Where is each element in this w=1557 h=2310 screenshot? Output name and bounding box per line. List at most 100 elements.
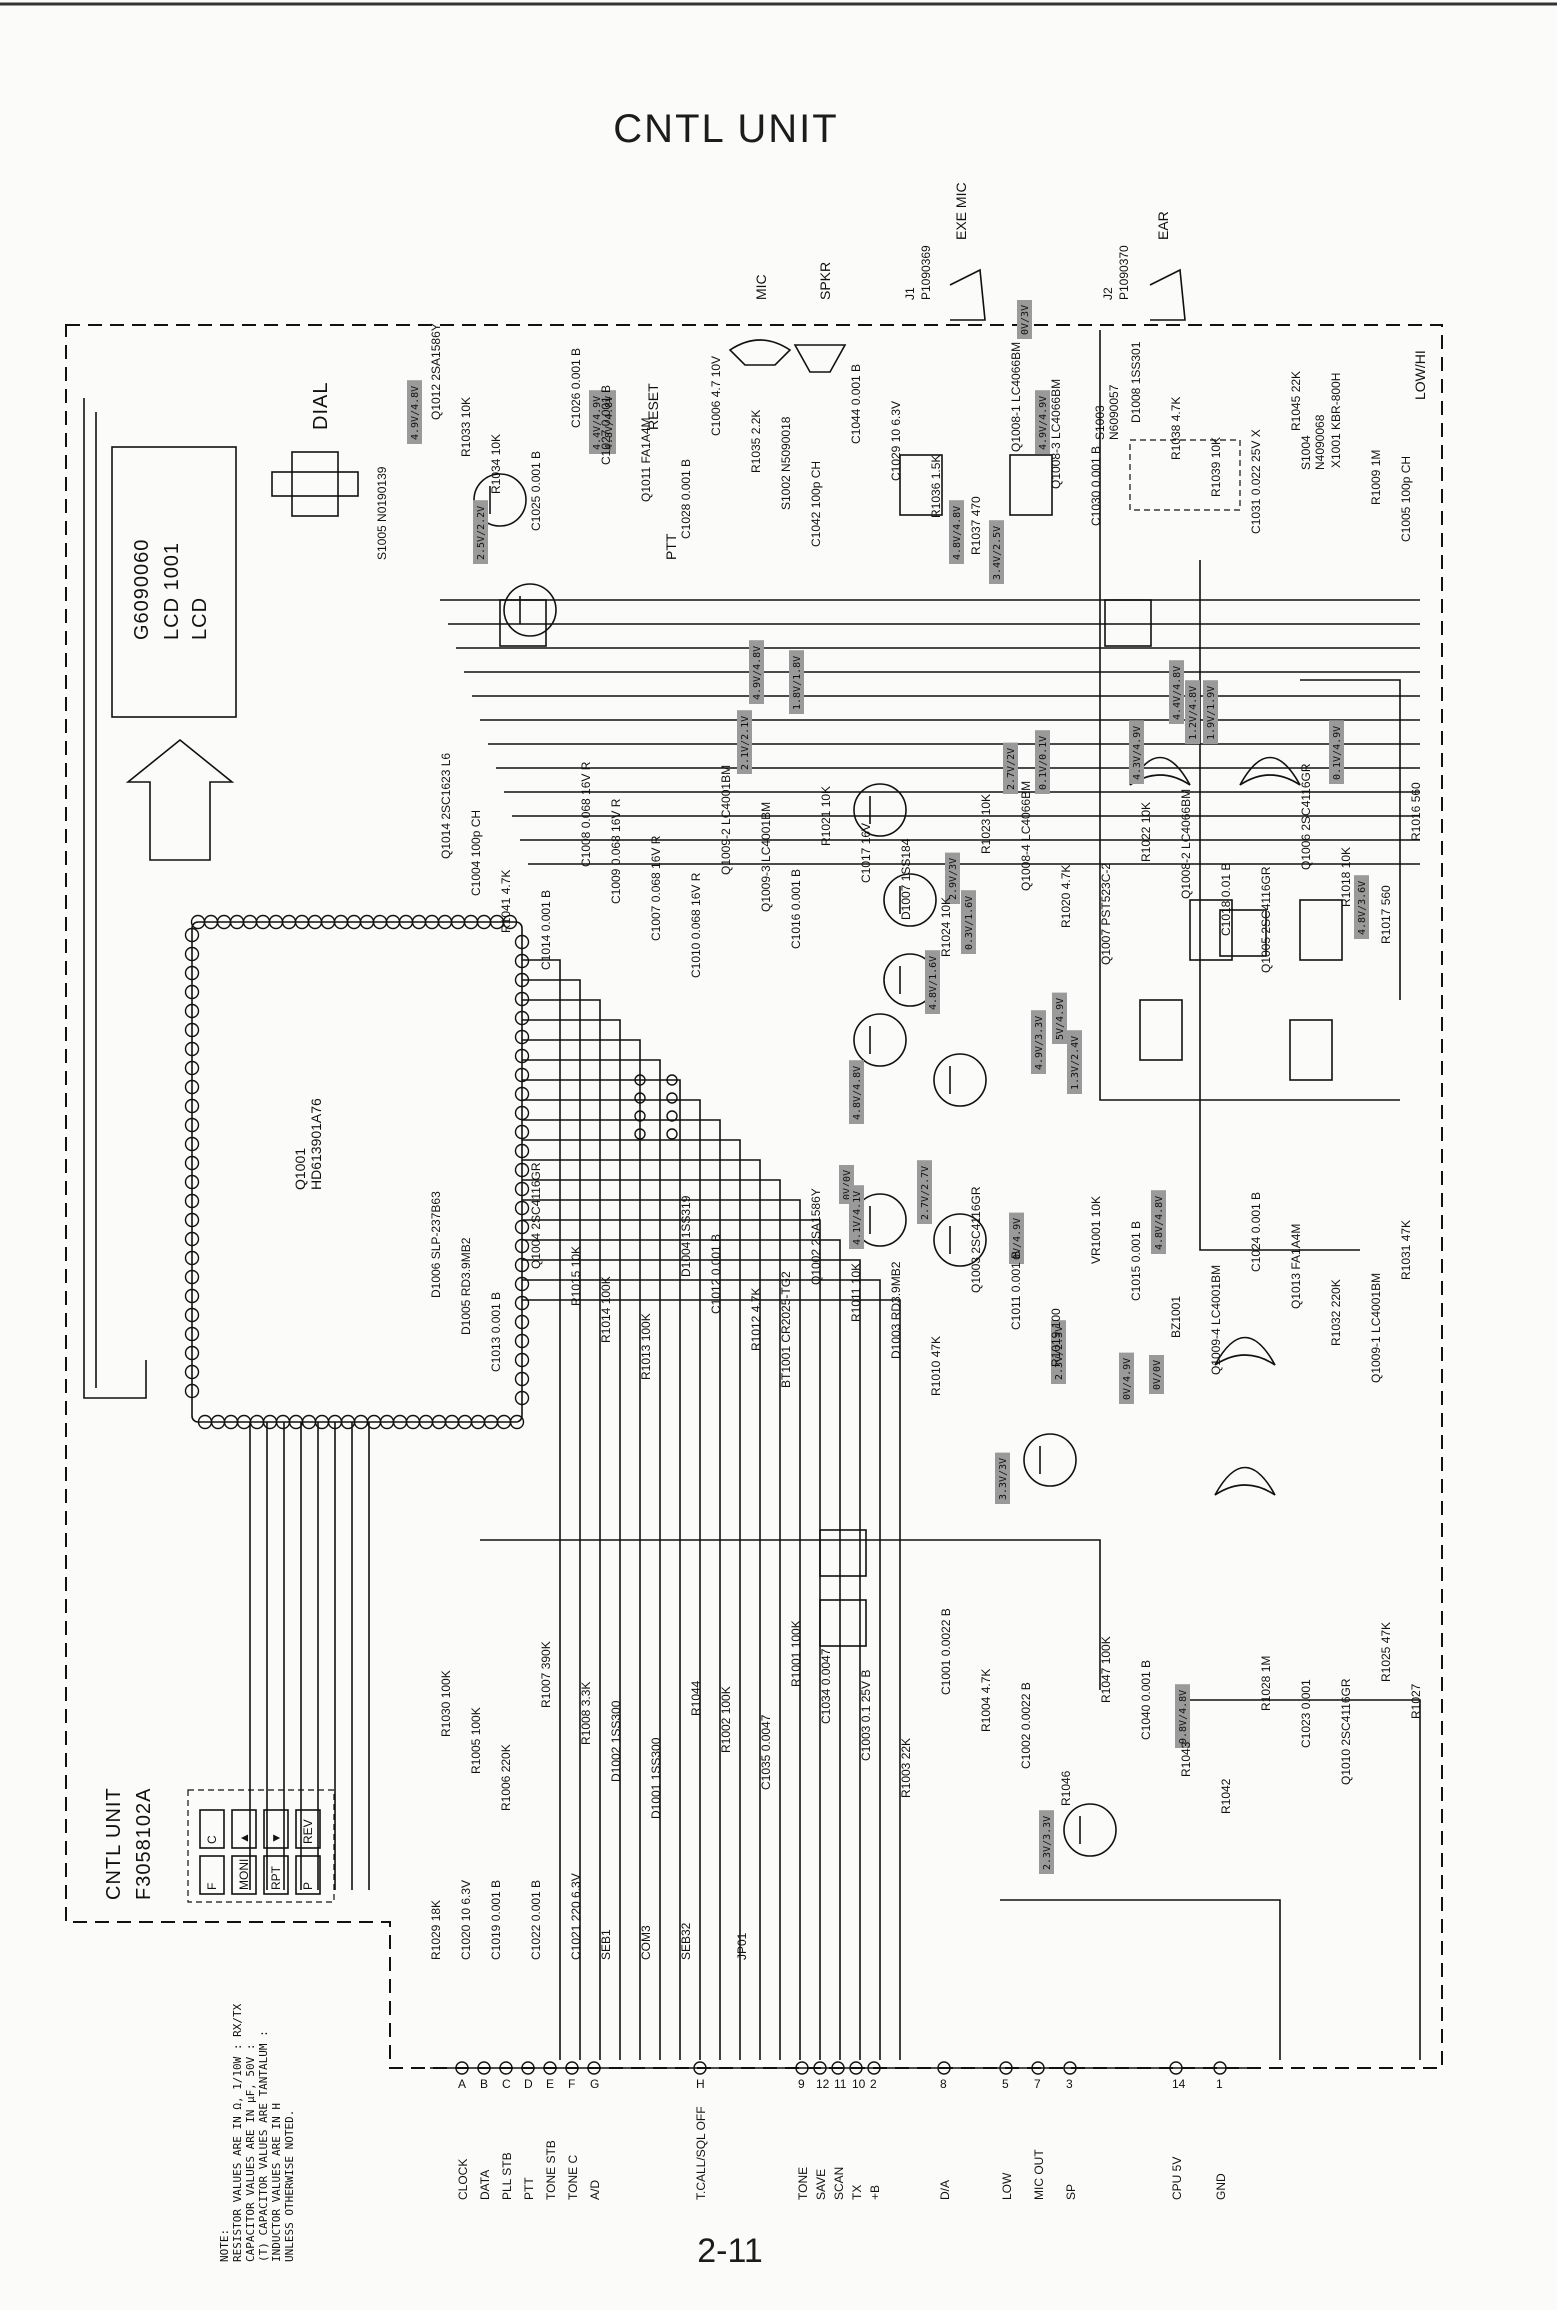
lcd-name: LCD [189, 597, 211, 640]
transistor-symbol [853, 783, 907, 837]
component-label: R1014 100K [599, 1276, 613, 1343]
ic-ref: Q1001 [292, 1148, 308, 1190]
ic-pin [514, 1162, 530, 1178]
ic-pin [184, 1003, 200, 1019]
component-label: Q1013 FA1A4M [1289, 1224, 1303, 1309]
component-label: R1010 47K [929, 1336, 943, 1396]
keypad-key-label: ▲ [237, 1832, 251, 1844]
s1003-switch [1129, 439, 1241, 511]
signal-wire [1199, 560, 1360, 1251]
svg-text:4.9V/4.8V: 4.9V/4.8V [752, 646, 763, 700]
component-label: C1006 4.7 10V [709, 356, 723, 436]
connector-pin-label: CLOCK [456, 2159, 470, 2200]
component-label: C1044 0.001 B [849, 364, 863, 444]
component-label: Q1008-4 LC4066BM [1019, 781, 1033, 891]
ic-pin [514, 1371, 530, 1387]
j2-part: P1090370 [1117, 245, 1131, 300]
connector-pin-number: 14 [1172, 2077, 1186, 2091]
ic-pin [514, 1029, 530, 1045]
connector-pin-number: 10 [852, 2077, 866, 2091]
connector-pin-label: D/A [938, 2180, 952, 2200]
connector-pin [1063, 2061, 1077, 2075]
component-label: VR1001 10K [1089, 1196, 1103, 1264]
ic-pin [184, 965, 200, 981]
mic-jack-label: MIC [753, 274, 769, 300]
voltage-tag: 4.9V/3.3V [1031, 1010, 1046, 1074]
component-label: C1022 0.001 B [529, 1880, 543, 1960]
ic-pin [514, 1352, 530, 1368]
voltage-tag: 2.3V/2.3V [1051, 1320, 1066, 1384]
ic-pin [184, 1364, 200, 1380]
test-terminal [634, 1110, 646, 1122]
voltage-tag: 3.3V/3V [995, 1452, 1010, 1504]
connector-pin-label: CPU 5V [1170, 2157, 1184, 2200]
voltage-tag: 3.4V/2.5V [989, 520, 1004, 584]
component-label: R1029 18K [429, 1900, 443, 1960]
lcd-part: G6090060 [131, 539, 153, 640]
ic-pin [184, 1117, 200, 1133]
component-label: R1042 [1219, 1778, 1233, 1814]
connector-pin-number: 5 [1002, 2077, 1009, 2091]
ic-pin [184, 1060, 200, 1076]
component-label: R1037 470 [969, 496, 983, 555]
svg-text:4.9V/4.9V: 4.9V/4.9V [1038, 396, 1049, 450]
connector-pin-label: MIC OUT [1032, 2149, 1046, 2200]
connector-pin-number: E [546, 2077, 554, 2091]
connector-pin-label: TONE C [566, 2155, 580, 2200]
voltage-tag: 0.1V/0.1V [1035, 730, 1050, 794]
test-terminal [666, 1092, 678, 1104]
ic-pin [514, 1010, 530, 1026]
component-label: R1033 10K [459, 397, 473, 457]
bus-wire [522, 1279, 881, 2060]
keypad-key-label: MONI [237, 1859, 251, 1890]
component-label: C1012 0.001 B [709, 1234, 723, 1314]
analog-switch-symbol [1139, 999, 1183, 1061]
component-label: Q1008-2 LC4066BM [1179, 789, 1193, 899]
svg-text:2.3V/2.3V: 2.3V/2.3V [1054, 1326, 1065, 1380]
svg-text:0V/4.9V: 0V/4.9V [1012, 1218, 1023, 1260]
transistor-symbol [1063, 1803, 1117, 1857]
component-label: R1012 4.7K [749, 1288, 763, 1351]
component-label: R1017 560 [1379, 885, 1393, 944]
component-label: Q1008-3 LC4066BM [1049, 379, 1063, 489]
component-label: C1013 0.001 B [489, 1292, 503, 1372]
connector-pin [813, 2061, 827, 2075]
svg-text:4.8V/4.8V: 4.8V/4.8V [1154, 1196, 1165, 1250]
signal-wire [1099, 330, 1400, 1101]
svg-text:0V/0V: 0V/0V [842, 1170, 853, 1200]
connector-pin-number: D [524, 2077, 533, 2091]
connector-pin-number: 1 [1216, 2077, 1223, 2091]
transistor-symbol [503, 583, 557, 637]
component-label: C1021 220 6.3V [569, 1873, 583, 1960]
analog-switch-symbol [1289, 1019, 1333, 1081]
ear-jack-label: EAR [1155, 211, 1171, 240]
connector-pin [521, 2061, 535, 2075]
ic-pin [184, 1155, 200, 1171]
diode-symbol [499, 599, 547, 647]
bus-wire [522, 1059, 661, 2060]
component-label: D1004 1SS319 [679, 1195, 693, 1277]
bus-wire [522, 1079, 681, 2060]
voltage-tag: 2.5V/2.2V [473, 500, 488, 564]
connector-pin-number: 7 [1034, 2077, 1041, 2091]
svg-text:4.8V/4.8V: 4.8V/4.8V [852, 1066, 863, 1120]
nor-gate-symbol [1239, 756, 1301, 786]
component-label: C1024 0.001 B [1249, 1192, 1263, 1272]
voltage-tag: 0V/3V [1017, 300, 1032, 339]
component-label: C1030 0.001 B [1089, 446, 1103, 526]
component-label: R1028 1M [1259, 1656, 1273, 1711]
connector-pin-label: GND [1214, 2173, 1228, 2200]
component-label: C1017 16V [859, 823, 873, 883]
ic-pin [514, 1181, 530, 1197]
connector-pin [565, 2061, 579, 2075]
voltage-tag: 4.9V/4.8V [407, 380, 422, 444]
component-label: D1008 1SS301 [1129, 341, 1143, 423]
connector-pin-label: LOW [1000, 2172, 1014, 2200]
exe-mic-jack-label: EXE MIC [953, 182, 969, 240]
component-label: R1005 100K [469, 1707, 483, 1774]
keypad-key [231, 1855, 257, 1895]
ic-pin [184, 927, 200, 943]
bus-wire [522, 1219, 821, 2060]
